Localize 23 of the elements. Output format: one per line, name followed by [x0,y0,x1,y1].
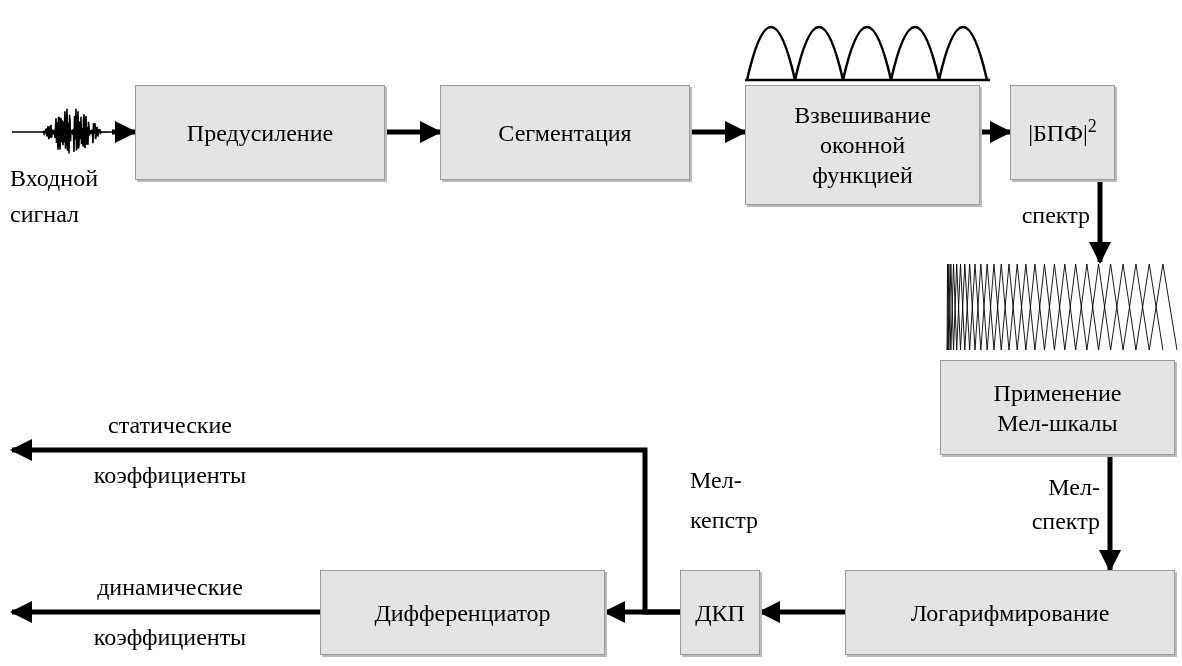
node-caption: Мел-кепстр [690,466,759,535]
edge-label: спектр [1020,201,1090,230]
edge-label: динамические коэффициенты [92,573,248,652]
process-box: Сегментация [440,85,690,180]
arrow [385,121,442,143]
process-box: ДКП [680,570,760,655]
node-caption: Входной сигнал [10,164,99,229]
arrow [112,121,137,143]
process-box: Предусиление [135,85,385,180]
edge-label: Мел-спектр [1030,473,1100,536]
process-box: |БПФ|$^{2}$ [1010,85,1115,180]
process-box: Логарифмирование [845,570,1175,655]
process-box: Взвешивание оконной функцией [745,85,980,205]
arrow [1089,180,1111,264]
arrow [10,601,320,623]
process-box: Дифференциатор [320,570,605,655]
filterbank-drawing [945,262,1180,352]
arrow [10,439,680,615]
arrow [980,121,1012,143]
edge-label: статические коэффициенты [92,411,248,490]
arrow [690,121,747,143]
process-box: Применение Мел-шкалы [940,360,1175,455]
arrow [1099,455,1121,572]
